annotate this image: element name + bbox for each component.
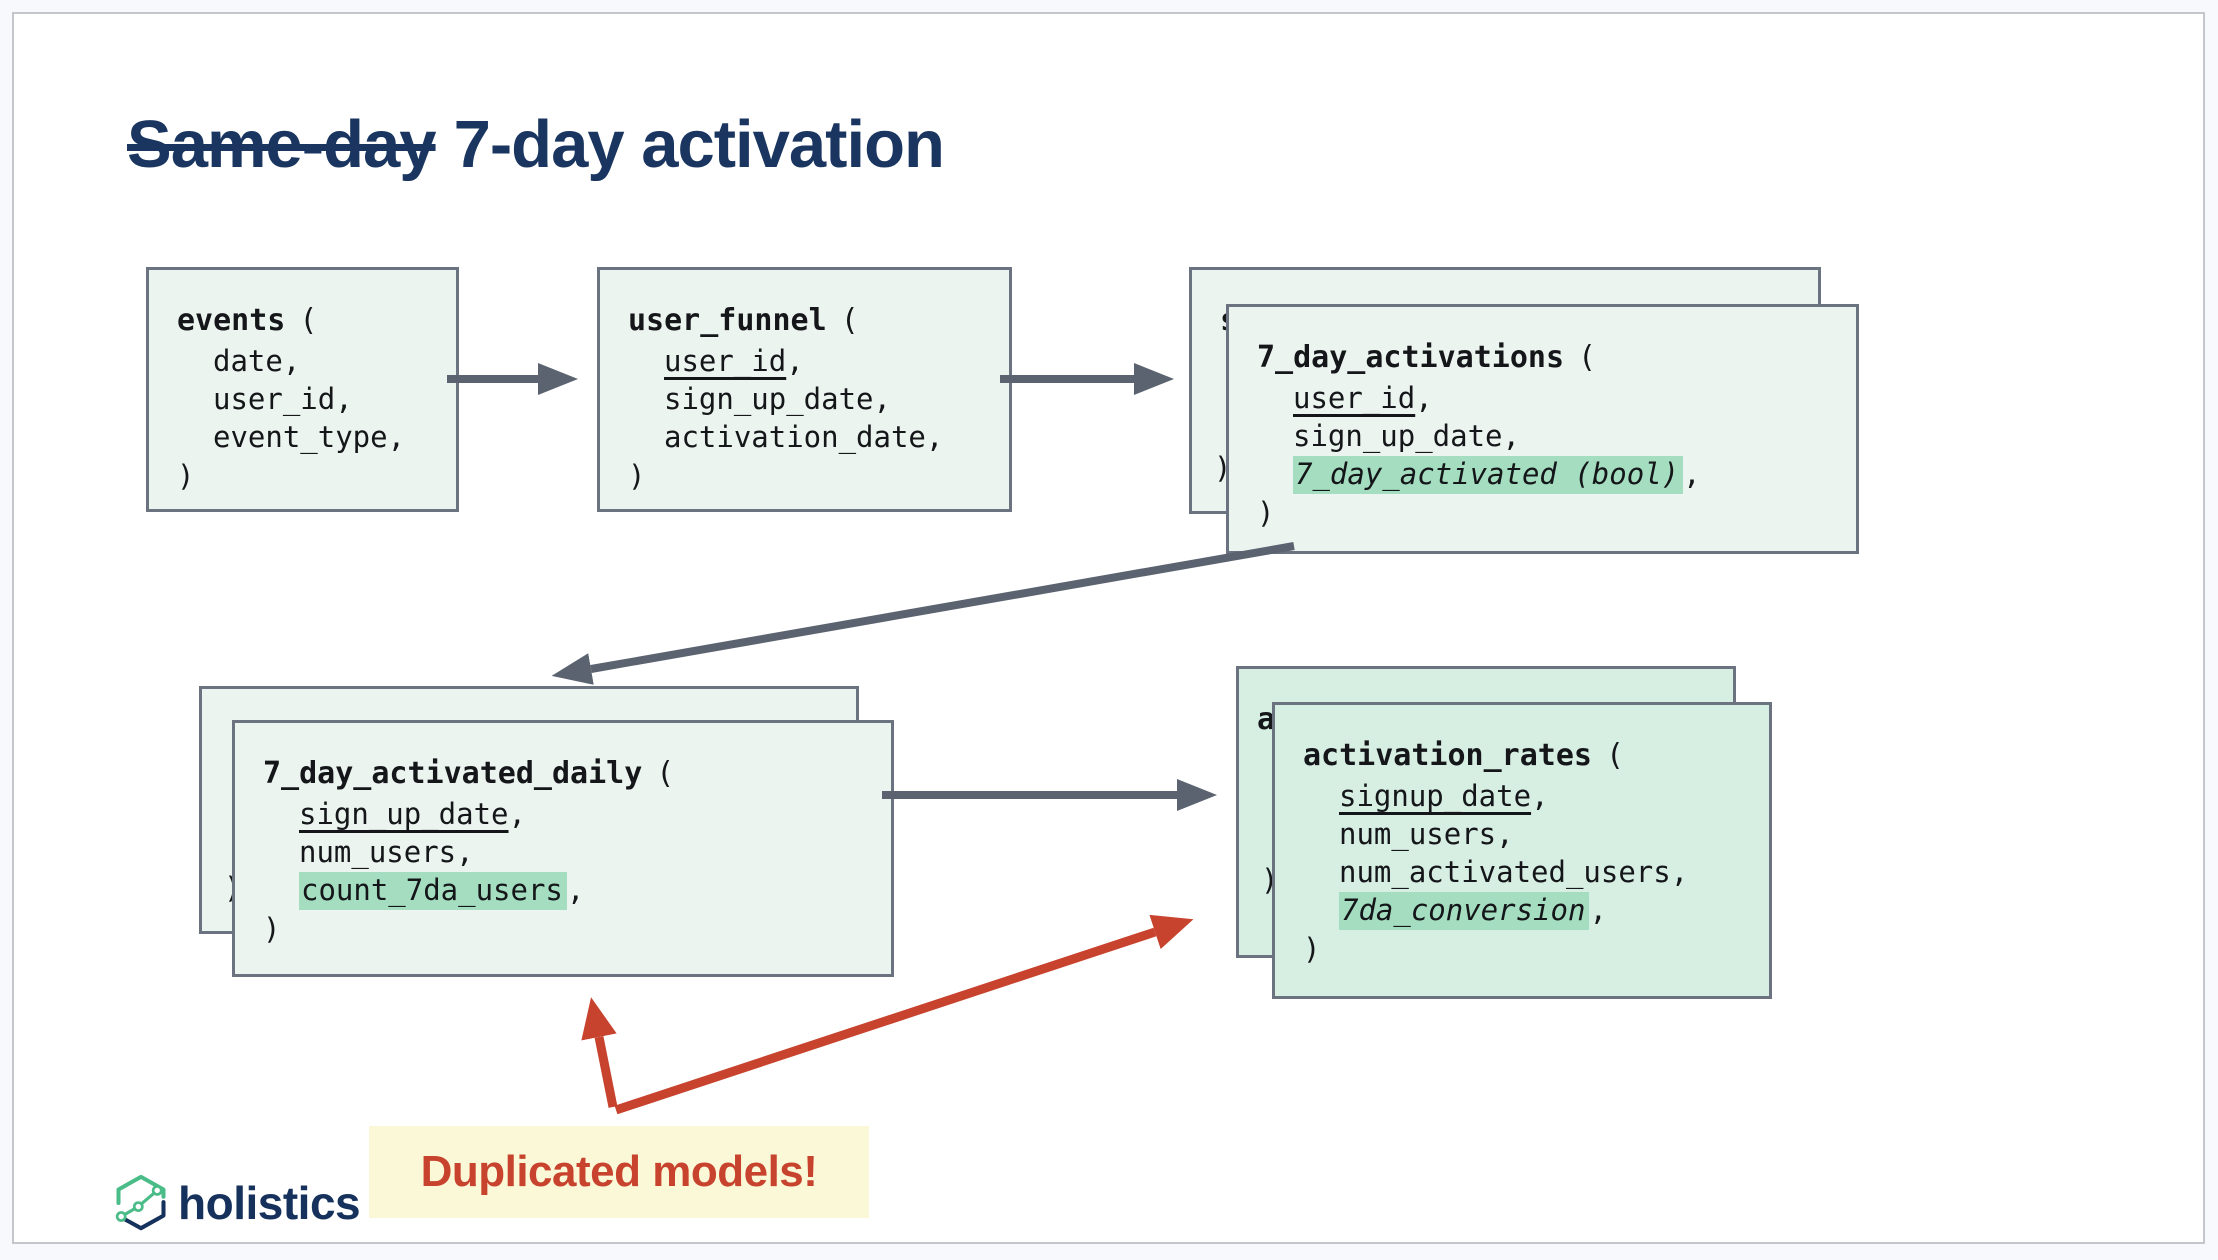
close-paren: ) bbox=[1257, 496, 1275, 530]
model-field: user_id, bbox=[664, 344, 804, 378]
model-title: 7_day_activations ( bbox=[1257, 337, 1856, 379]
model-name: 7_day_activations bbox=[1257, 340, 1565, 375]
close-paren: ) bbox=[1303, 932, 1321, 966]
title-strikethrough-text: Same-day bbox=[127, 107, 437, 182]
model-field: num_users, bbox=[1339, 817, 1514, 851]
close-paren: ) bbox=[628, 459, 646, 493]
holistics-hexagon-icon bbox=[115, 1174, 166, 1231]
model-7-day-activations: 7_day_activations ( user_id, sign_up_date… bbox=[1226, 304, 1859, 554]
model-field-highlighted: 7da_conversion, bbox=[1303, 891, 1769, 930]
close-paren: ) bbox=[177, 459, 195, 493]
model-field: signup_date, bbox=[1339, 779, 1549, 813]
model-name: events bbox=[177, 303, 286, 338]
hidden-model-title-fragment: a bbox=[1257, 702, 1276, 737]
open-paren: ( bbox=[1605, 738, 1625, 773]
model-field: num_users, bbox=[299, 835, 474, 869]
model-field: date, bbox=[213, 344, 301, 378]
model-field: num_activated_users, bbox=[1339, 855, 1689, 889]
model-title: events ( bbox=[177, 300, 456, 342]
model-activation-rates: activation_rates ( signup_date, num_users… bbox=[1272, 702, 1772, 999]
model-field: activation_date, bbox=[664, 420, 944, 454]
model-name: user_funnel bbox=[628, 303, 827, 338]
model-field: user_id, bbox=[213, 382, 353, 416]
model-field: event_type, bbox=[213, 420, 406, 454]
model-7-day-activated-daily: 7_day_activated_daily ( sign_up_date, num… bbox=[232, 720, 894, 977]
logo-wordmark: holistics bbox=[178, 1177, 361, 1229]
open-paren: ( bbox=[840, 303, 859, 338]
model-field-highlighted: count_7da_users, bbox=[263, 871, 891, 910]
model-name: activation_rates bbox=[1303, 738, 1592, 773]
model-title: user_funnel ( bbox=[628, 300, 1009, 342]
model-events: events ( date, user_id, event_type, ) bbox=[146, 267, 459, 512]
model-user-funnel: user_funnel ( user_id, sign_up_date, acti… bbox=[597, 267, 1012, 512]
title-rest-text: 7-day activation bbox=[453, 107, 945, 182]
model-field-highlighted: 7_day_activated (bool), bbox=[1257, 455, 1856, 494]
holistics-logo: holistics bbox=[114, 1174, 361, 1232]
annotation-label: Duplicated models! bbox=[420, 1147, 818, 1196]
model-title: activation_rates ( bbox=[1303, 735, 1769, 777]
annotation-box: Duplicated models! bbox=[369, 1126, 869, 1218]
model-title: 7_day_activated_daily ( bbox=[263, 753, 891, 795]
open-paren: ( bbox=[1578, 340, 1597, 375]
model-field: sign_up_date, bbox=[299, 797, 526, 831]
open-paren: ( bbox=[656, 756, 675, 791]
model-field: sign_up_date, bbox=[664, 382, 891, 416]
model-field: user_id, bbox=[1293, 381, 1433, 415]
model-field: sign_up_date, bbox=[1293, 419, 1520, 453]
open-paren: ( bbox=[299, 303, 318, 338]
model-name: 7_day_activated_daily bbox=[263, 756, 643, 791]
close-paren: ) bbox=[263, 912, 281, 946]
